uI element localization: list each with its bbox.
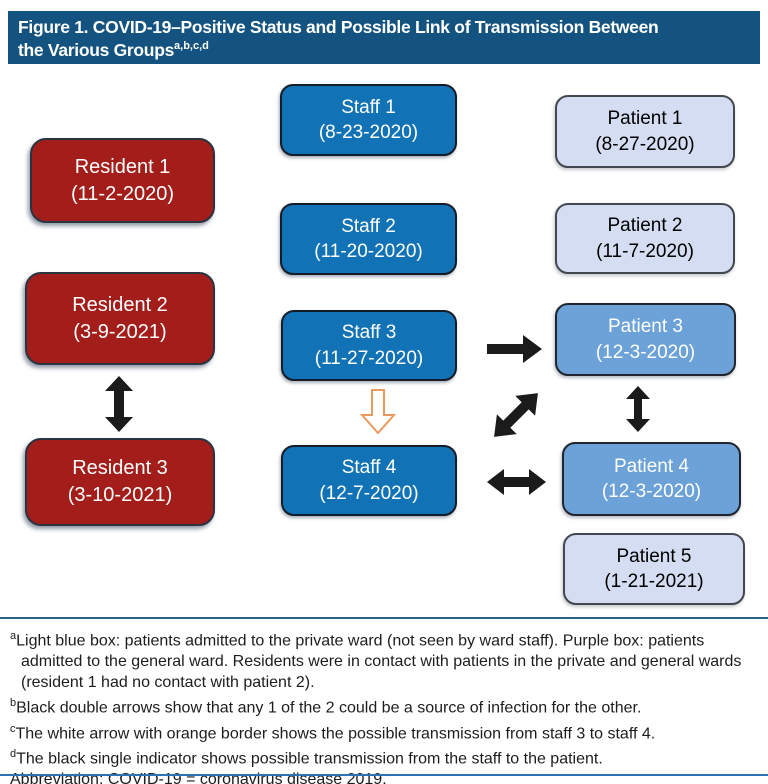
node-date: (3-10-2021) — [67, 484, 173, 506]
double-arrow-patient3-patient4 — [626, 386, 650, 432]
footnote-c: cThe white arrow with orange border show… — [6, 719, 762, 744]
node-name: Patient 1 — [607, 108, 683, 130]
node-date: (11-7-2020) — [596, 240, 694, 262]
footnotes-section: aLight blue box: patients admitted to th… — [0, 617, 768, 784]
footnote-a-text: Light blue box: patients admitted to the… — [16, 632, 742, 692]
figure-title-line1: Figure 1. COVID-19–Positive Status and P… — [18, 17, 659, 38]
footnote-d-marker: d — [10, 747, 17, 760]
node-name: Staff 2 — [341, 215, 396, 237]
node-date: (11-2-2020) — [70, 182, 175, 205]
node-date: (8-23-2020) — [318, 122, 419, 143]
transmission-diagram: Resident 1 (11-2-2020) Resident 2 (3-9-2… — [0, 64, 768, 617]
node-name: Staff 4 — [341, 457, 397, 479]
node-name: Staff 1 — [341, 96, 396, 118]
staff-4-box: Staff 4 (12-7-2020) — [281, 445, 457, 516]
node-name: Patient 2 — [607, 215, 683, 237]
figure-title: Figure 1. COVID-19–Positive Status and P… — [8, 14, 668, 60]
footnote-b: bBlack double arrows show that any 1 of … — [6, 693, 762, 718]
footnote-b-text: Black double arrows show that any 1 of t… — [16, 699, 642, 717]
orange-outline-arrow-staff3-staff4 — [360, 389, 396, 435]
patient-5-box: Patient 5 (1-21-2021) — [563, 533, 745, 605]
node-name: Patient 5 — [616, 545, 692, 567]
node-date: (3-9-2021) — [73, 320, 167, 343]
footnote-a: aLight blue box: patients admitted to th… — [6, 626, 762, 693]
footnote-c-text: The white arrow with orange border shows… — [15, 724, 656, 742]
node-date: (12-7-2020) — [319, 482, 419, 504]
node-name: Resident 3 — [72, 457, 168, 480]
staff-1-box: Staff 1 (8-23-2020) — [280, 84, 457, 156]
patient-3-box: Patient 3 (12-3-2020) — [555, 303, 736, 376]
resident-2-box: Resident 2 (3-9-2021) — [25, 272, 215, 365]
footnote-a-marker: a — [10, 630, 17, 642]
double-arrow-staff4-patient3 — [494, 393, 538, 437]
figure-title-bar: Figure 1. COVID-19–Positive Status and P… — [8, 11, 760, 64]
figure-title-superscript: a,b,c,d — [174, 39, 209, 52]
node-name: Resident 1 — [74, 155, 171, 178]
footnote-b-marker: b — [10, 697, 17, 710]
patient-2-box: Patient 2 (11-7-2020) — [555, 203, 735, 274]
patient-1-box: Patient 1 (8-27-2020) — [555, 95, 735, 168]
double-arrow-resident2-resident3 — [105, 376, 133, 432]
node-name: Resident 2 — [72, 293, 168, 316]
node-name: Patient 4 — [614, 455, 689, 477]
resident-3-box: Resident 3 (3-10-2021) — [25, 438, 215, 526]
node-name: Patient 3 — [608, 316, 683, 338]
node-date: (8-27-2020) — [595, 133, 695, 155]
patient-4-box: Patient 4 (12-3-2020) — [562, 442, 741, 516]
staff-2-box: Staff 2 (11-20-2020) — [280, 203, 457, 275]
footnote-c-marker: c — [10, 722, 16, 735]
single-arrow-staff3-patient3 — [487, 335, 542, 363]
footnote-d-text: The black single indicator shows possibl… — [16, 750, 603, 768]
abbreviation-note: Abbreviation: COVID-19 = coronavirus dis… — [10, 771, 387, 784]
node-date: (11-20-2020) — [314, 241, 423, 262]
node-date: (11-27-2020) — [314, 347, 424, 369]
bottom-divider — [0, 774, 768, 776]
node-date: (1-21-2021) — [604, 571, 704, 592]
node-date: (12-3-2020) — [595, 341, 696, 363]
staff-3-box: Staff 3 (11-27-2020) — [281, 310, 457, 381]
node-date: (12-3-2020) — [601, 481, 702, 502]
figure-title-line2: the Various Groups — [18, 39, 175, 60]
double-arrow-staff4-patient4 — [487, 469, 546, 495]
footnote-d: dThe black single indicator shows possib… — [6, 744, 762, 769]
node-name: Staff 3 — [341, 322, 397, 344]
resident-1-box: Resident 1 (11-2-2020) — [30, 138, 215, 223]
